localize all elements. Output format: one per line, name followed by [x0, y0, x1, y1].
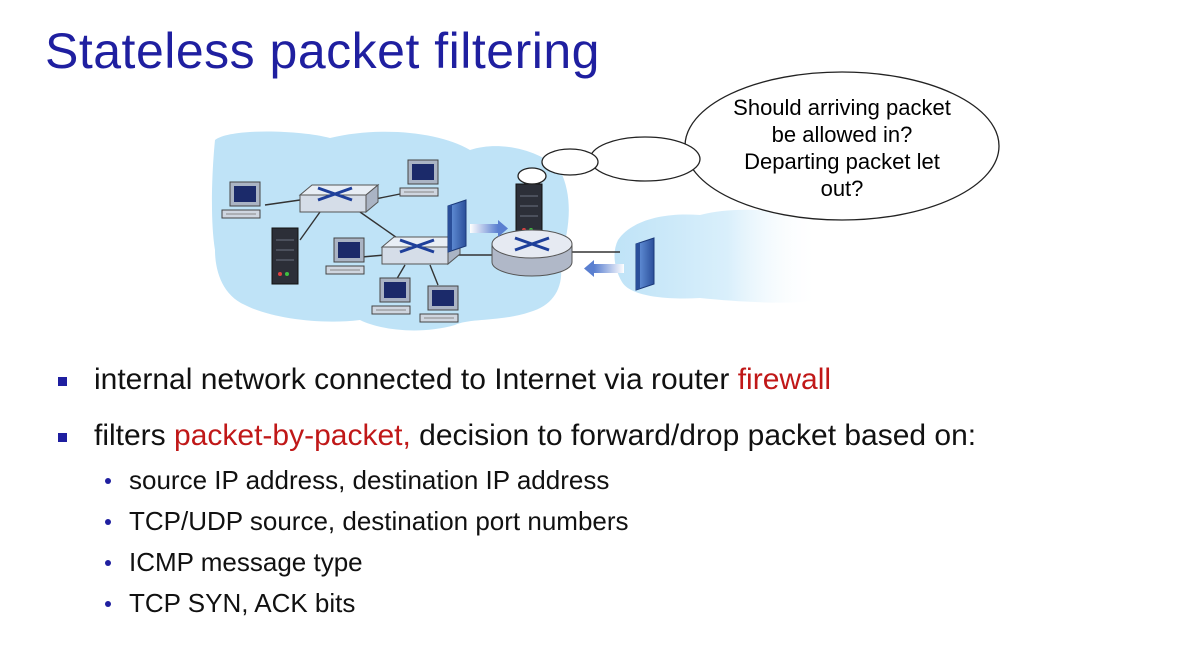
bullet-item: filters packet-by-packet, decision to fo…	[58, 416, 976, 624]
sub-bullet-text: ICMP message type	[129, 547, 363, 577]
inbound-arrow-icon	[584, 260, 624, 277]
bullet-text: internal network connected to Internet v…	[94, 363, 738, 396]
dot-bullet-icon	[105, 560, 111, 566]
sub-bullet-item: TCP SYN, ACK bits	[94, 583, 976, 624]
bullet-highlight: packet-by-packet,	[174, 419, 411, 452]
sub-bullet-item: ICMP message type	[94, 542, 976, 583]
computer-icon	[419, 285, 459, 323]
slide-title: Stateless packet filtering	[45, 23, 600, 79]
internal-network-cloud	[211, 131, 569, 331]
bullet-text: filters	[94, 419, 175, 452]
internet-cloud	[614, 209, 820, 303]
sub-bullet-text: source IP address, destination IP addres…	[129, 465, 610, 495]
server-icon	[271, 227, 299, 285]
thought-bubble	[517, 71, 1000, 221]
bubble-question: Should arriving packet be allowed in? De…	[733, 95, 951, 201]
computer-icon	[325, 237, 365, 275]
router-icon	[491, 229, 573, 277]
firewall-icon	[635, 237, 655, 291]
outbound-arrow-icon	[470, 220, 508, 237]
dot-bullet-icon	[105, 601, 111, 607]
square-bullet-icon	[58, 377, 67, 386]
switch-icon	[380, 235, 462, 266]
switch-icon	[298, 183, 380, 214]
square-bullet-icon	[58, 433, 67, 442]
sub-bullet-item: source IP address, destination IP addres…	[94, 460, 976, 501]
sub-bullet-text: TCP SYN, ACK bits	[129, 588, 356, 618]
sub-bullet-text: TCP/UDP source, destination port numbers	[129, 506, 629, 536]
sub-bullet-list: source IP address, destination IP addres…	[94, 460, 976, 624]
bullet-text: decision to forward/drop packet based on…	[410, 419, 977, 452]
bullet-item: internal network connected to Internet v…	[58, 360, 976, 400]
dot-bullet-icon	[105, 478, 111, 484]
firewall-icon	[447, 199, 467, 253]
computer-icon	[399, 159, 439, 197]
bullet-highlight: firewall	[737, 363, 832, 396]
computer-icon	[221, 181, 261, 219]
dot-bullet-icon	[105, 519, 111, 525]
computer-icon	[371, 277, 411, 315]
network-links	[264, 191, 620, 286]
sub-bullet-item: TCP/UDP source, destination port numbers	[94, 501, 976, 542]
bullet-list: internal network connected to Internet v…	[58, 360, 976, 640]
